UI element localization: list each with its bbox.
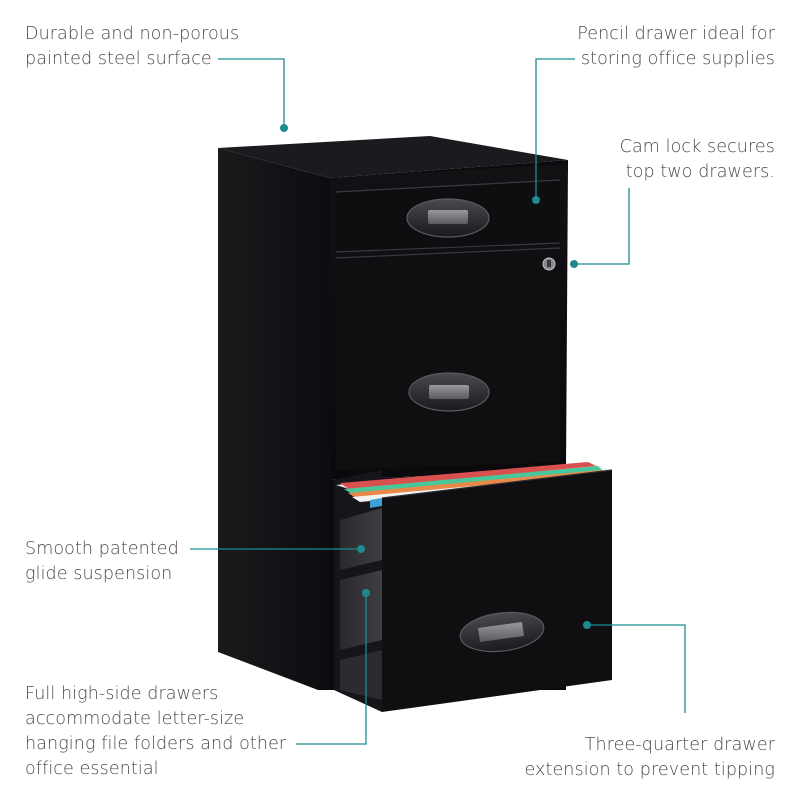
bottom-drawer-front [381,469,613,712]
pencil-drawer [335,179,561,253]
callout-drawer-extension: Three-quarter drawer extension to preven… [524,735,775,780]
callout-pencil-drawer: Pencil drawer ideal for storing office s… [577,24,775,69]
callout-surface: Durable and non-porous painted steel sur… [25,24,240,69]
callout-lines [190,58,686,745]
callout-high-side-drawers: Full high-side drawers accommodate lette… [25,684,287,779]
open-drawer-interior [334,462,610,712]
callout-cam-lock: Cam lock secures top two drawers. [619,137,775,182]
cabinet-side-panel [218,148,330,690]
middle-drawer [335,247,561,470]
callout-glide-suspension: Smooth patented glide suspension [25,539,179,584]
callout-dots [280,124,591,629]
